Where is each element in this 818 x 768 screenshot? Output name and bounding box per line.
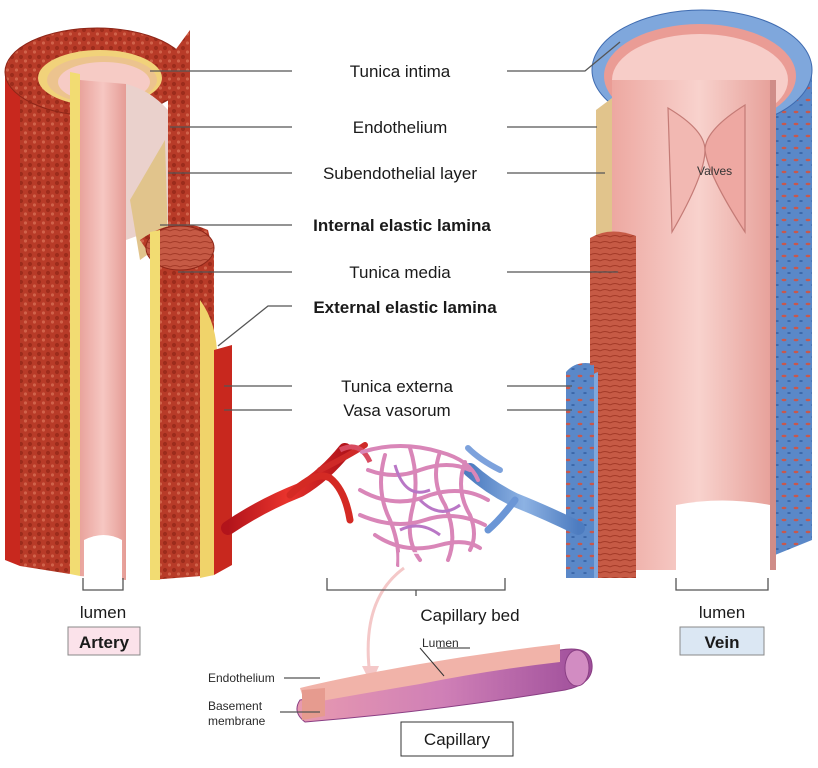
vein-lumen-label: lumen (699, 603, 745, 622)
artery-illustration (4, 27, 232, 590)
internal-elastic-lamina-label: Internal elastic lamina (313, 216, 491, 235)
vein-title: Vein (705, 633, 740, 652)
basement-membrane-label-line1: Basement (208, 699, 263, 713)
artery-title-box: Artery (67, 626, 141, 656)
capillary-illustration (296, 644, 593, 723)
valves-label: Valves (697, 164, 732, 178)
capillary-endothelium-label: Endothelium (208, 671, 275, 685)
basement-membrane-label-line2: membrane (208, 714, 266, 728)
vein-illustration (566, 9, 813, 590)
leader-lines (82, 41, 769, 713)
external-elastic-lamina-label: External elastic lamina (313, 298, 497, 317)
tunica-media-label: Tunica media (349, 263, 451, 282)
artery-lumen-label: lumen (80, 603, 126, 622)
capillary-title-box: Capillary (400, 721, 514, 757)
vein-title-box: Vein (679, 626, 765, 656)
subendothelial-layer-label: Subendothelial layer (323, 164, 477, 183)
artery-title: Artery (79, 633, 130, 652)
capillary-bed-illustration (221, 442, 585, 684)
vasa-vasorum-label: Vasa vasorum (343, 401, 450, 420)
capillary-title: Capillary (424, 730, 491, 749)
tunica-intima-label: Tunica intima (350, 62, 451, 81)
tunica-externa-label: Tunica externa (341, 377, 453, 396)
capillary-lumen-label: Lumen (422, 636, 459, 650)
capillary-bed-label: Capillary bed (420, 606, 519, 625)
endothelium-label: Endothelium (353, 118, 448, 137)
